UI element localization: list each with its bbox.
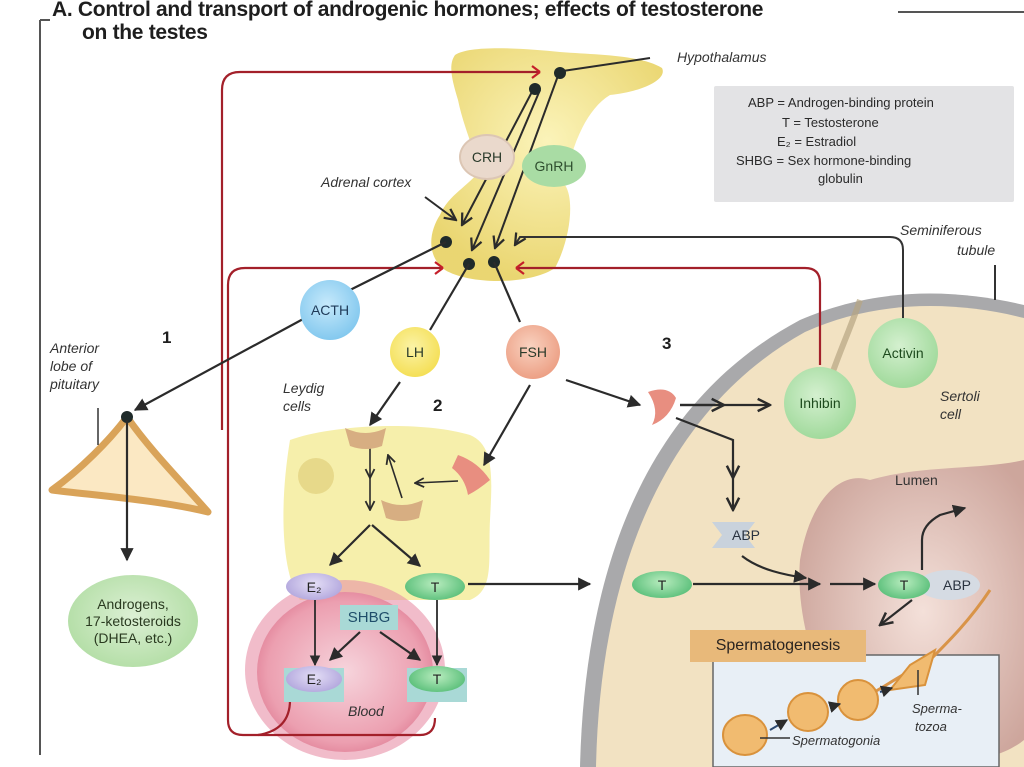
abp-complex-label: ABP — [942, 577, 971, 593]
androgens-line-2: 17-ketosteroids — [85, 612, 181, 629]
shbg-box: SHBG — [340, 605, 398, 630]
neuron-dots — [121, 67, 566, 423]
label-adrenal-cortex: Adrenal cortex — [321, 174, 412, 190]
legend-abbr: T — [782, 115, 790, 130]
androgens-line-3: (DHEA, etc.) — [93, 629, 173, 646]
abbreviation-legend: ABP = Androgen-binding protein T = Testo… — [714, 86, 1014, 202]
label-seminiferous-2: tubule — [957, 242, 996, 258]
legend-abbr: E₂ — [777, 134, 791, 149]
feedback-loops — [220, 65, 822, 737]
label-spermatogonia: Spermatogonia — [792, 733, 881, 748]
hormone-inhibin: Inhibin — [784, 367, 856, 439]
label-anterior-pituitary-1: Anterior — [50, 340, 100, 356]
estradiol-leydig: E₂ — [286, 573, 342, 600]
anterior-pituitary-shape — [48, 408, 212, 516]
label-blood: Blood — [348, 703, 384, 719]
label-anterior-pituitary-3: pituitary — [50, 376, 100, 392]
bound-testosterone: T — [409, 666, 465, 692]
legend-text: = Sex hormone-binding — [776, 153, 912, 168]
hormone-fsh: FSH — [506, 325, 560, 379]
hormone-acth: ACTH — [300, 280, 360, 340]
hormone-gnrh: GnRH — [522, 145, 586, 187]
legend-text: = Testosterone — [793, 115, 879, 130]
abp-label: ABP — [731, 527, 760, 543]
label-sertoli-1: Sertoli — [940, 388, 980, 404]
figure-title-line2: on the testes — [82, 21, 208, 44]
legend-row-e2: E₂ = Estradiol — [777, 133, 856, 150]
abp-shape — [712, 522, 755, 548]
legend-row-abp: ABP = Androgen-binding protein — [748, 94, 934, 111]
label-lumen: Lumen — [895, 472, 938, 488]
hormone-arrows — [120, 241, 967, 667]
testosterone-tubule: T — [632, 571, 692, 598]
activin-feedback-line — [515, 237, 904, 340]
label-spermatozoa-1: Sperma- — [912, 701, 962, 716]
androgens-oval: Androgens, 17-ketosteroids (DHEA, etc.) — [68, 575, 198, 667]
label-hypothalamus: Hypothalamus — [677, 49, 767, 65]
legend-text: = Estradiol — [794, 134, 857, 149]
step-number-1: 1 — [162, 328, 172, 347]
label-leydig-1: Leydig — [283, 380, 325, 396]
hormone-activin: Activin — [868, 318, 938, 388]
spermatogenesis-label: Spermatogenesis — [690, 630, 866, 662]
testosterone-lumen: T — [878, 571, 930, 599]
label-spermatozoa-2: tozoa — [915, 719, 947, 734]
androgens-line-1: Androgens, — [97, 595, 169, 612]
spermatogenesis-panel — [712, 589, 1000, 767]
receptors — [345, 389, 676, 521]
legend-text: = Androgen-binding protein — [777, 95, 934, 110]
legend-abbr: SHBG — [736, 153, 773, 168]
legend-row-shbg-cont: globulin — [818, 170, 863, 187]
testosterone-leydig: T — [405, 573, 465, 600]
step-number-2: 2 — [433, 396, 443, 415]
bound-estradiol: E₂ — [286, 666, 342, 692]
step-number-3: 3 — [662, 334, 672, 353]
label-leydig-2: cells — [283, 398, 312, 414]
label-seminiferous-1: Seminiferous — [900, 222, 982, 238]
panel-frame — [39, 11, 1024, 755]
hormone-lh: LH — [390, 327, 440, 377]
figure-title-line1: A. Control and transport of androgenic h… — [52, 0, 764, 21]
figure-title: A. Control and transport of androgenic h… — [52, 0, 763, 44]
legend-row-t: T = Testosterone — [782, 114, 879, 131]
label-anterior-pituitary-2: lobe of — [50, 358, 93, 374]
hormone-crh: CRH — [459, 134, 515, 180]
legend-text: globulin — [818, 171, 863, 186]
legend-row-shbg: SHBG = Sex hormone-binding — [736, 152, 911, 169]
legend-abbr: ABP — [748, 95, 774, 110]
label-sertoli-2: cell — [940, 406, 962, 422]
